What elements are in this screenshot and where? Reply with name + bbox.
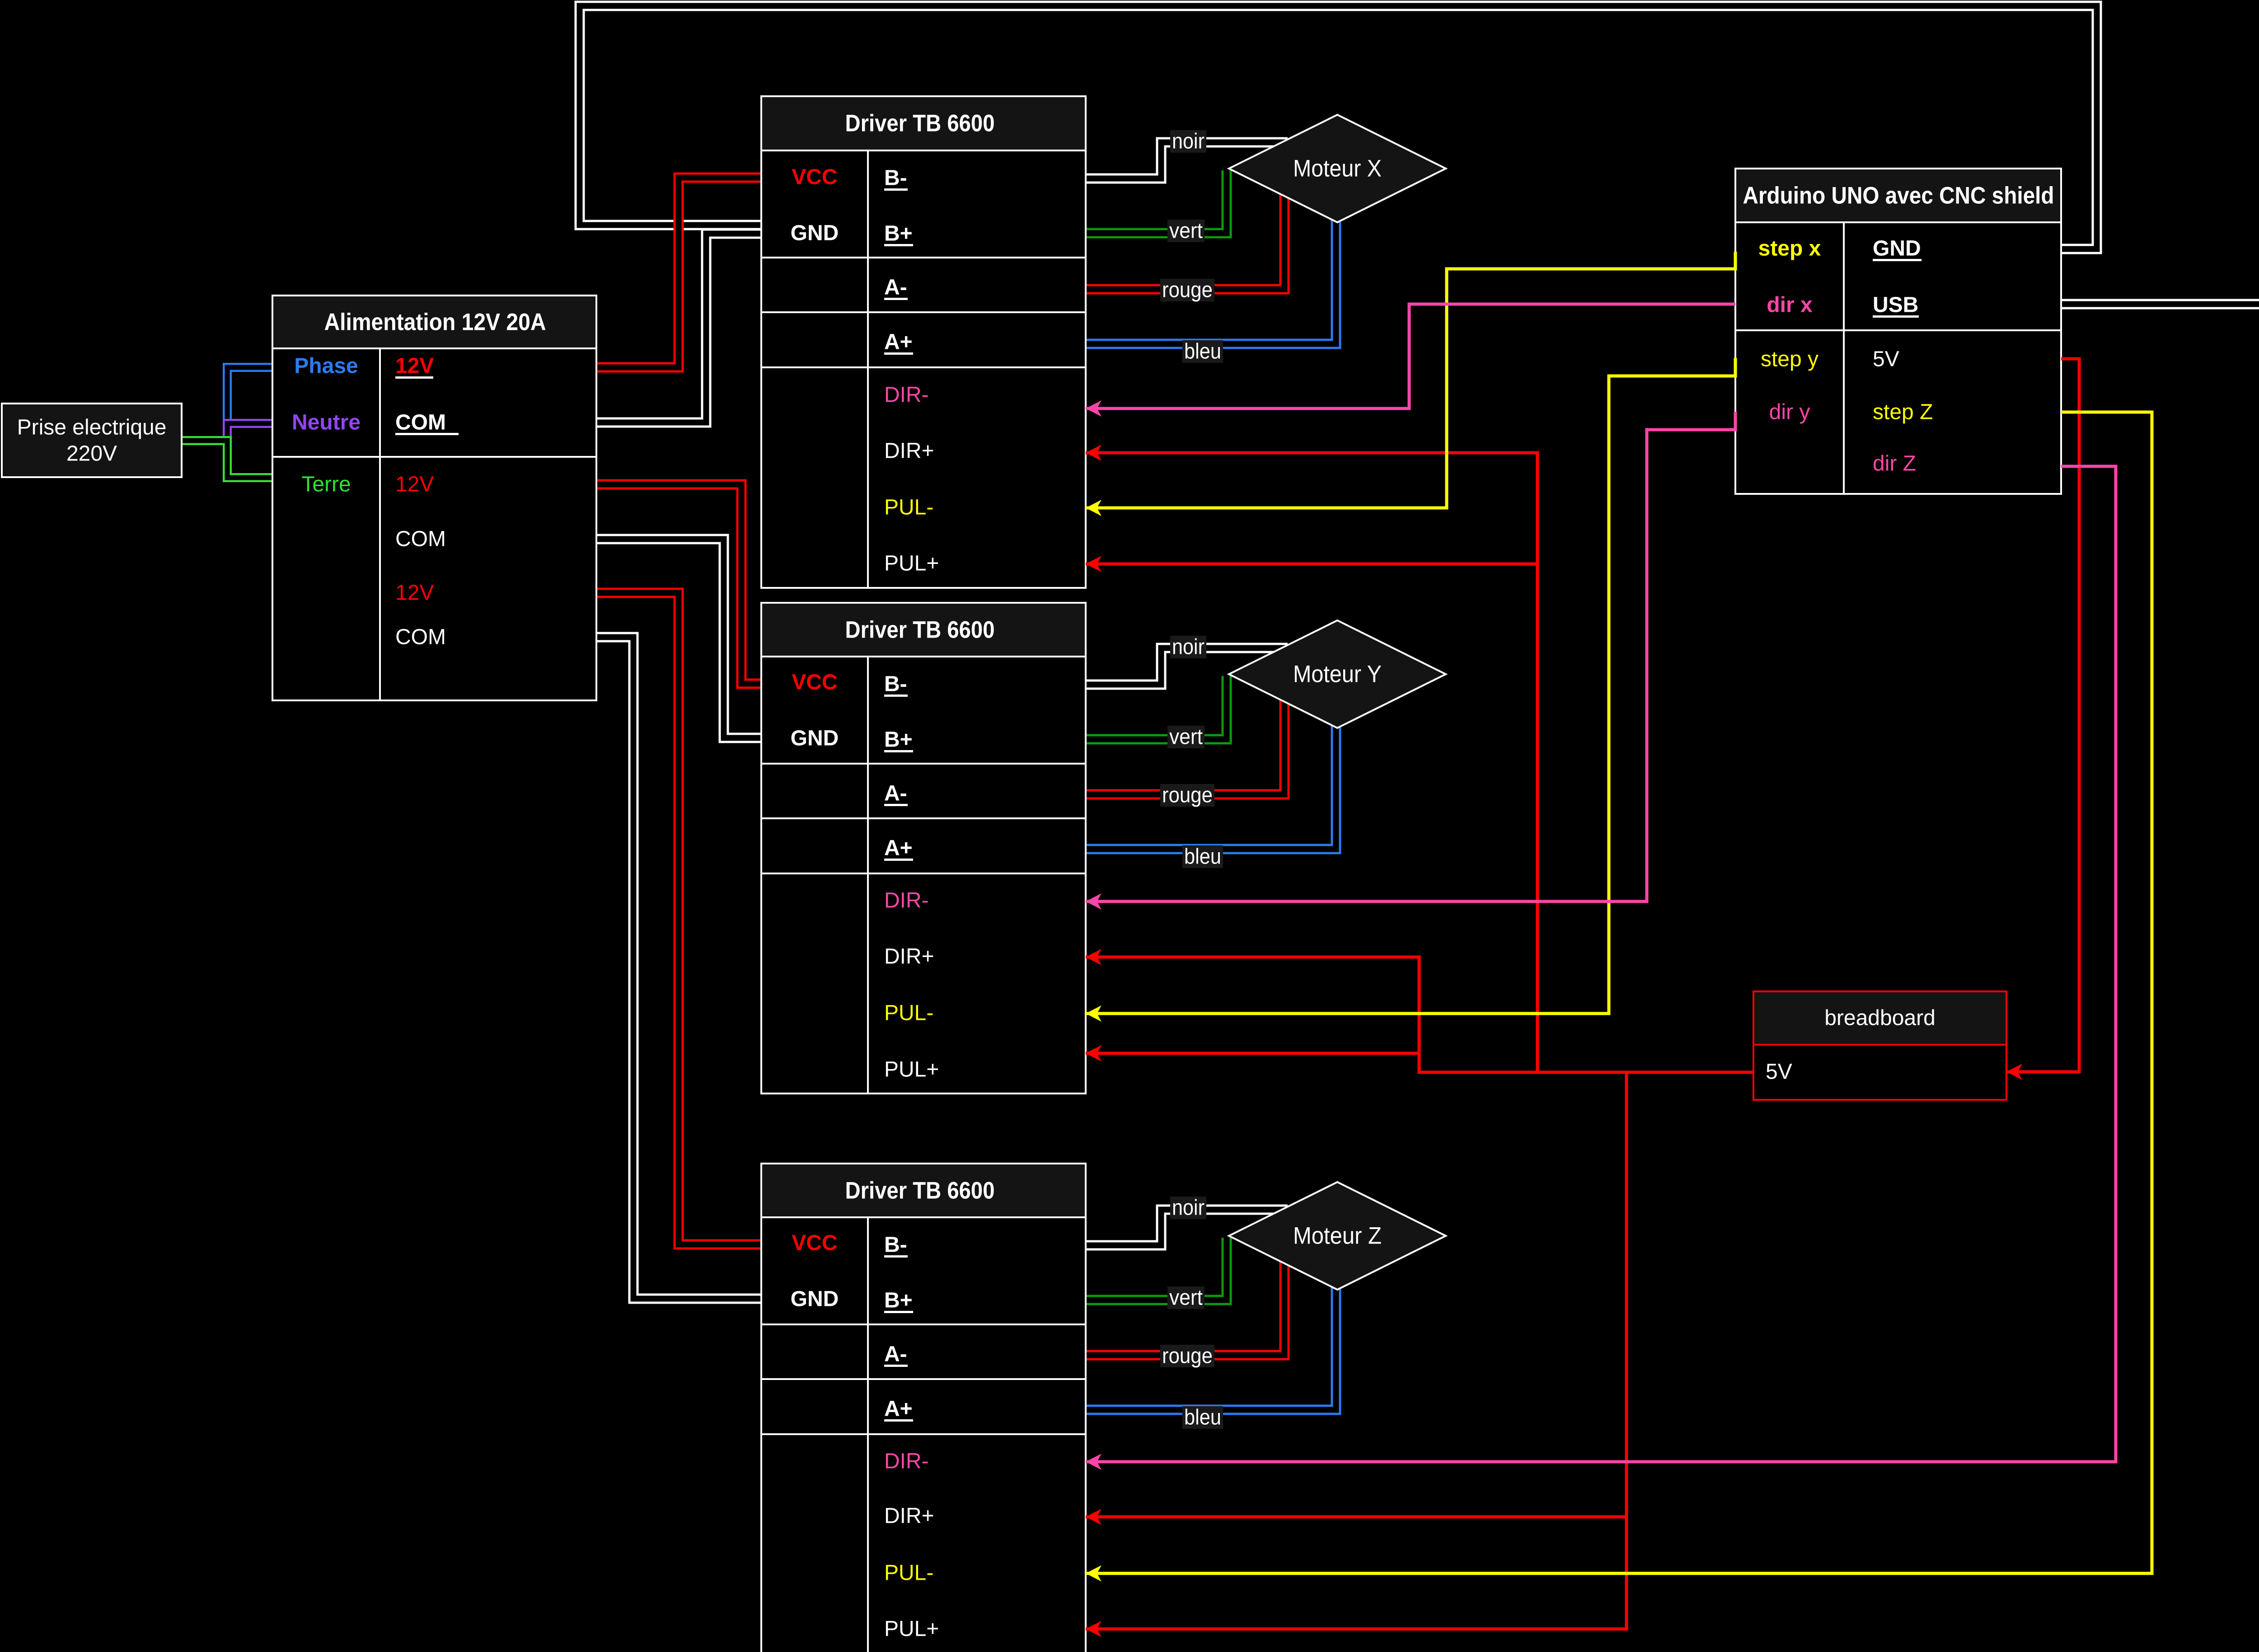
svg-text:Moteur Z: Moteur Z [1293,1223,1382,1249]
svg-text:5V: 5V [1873,347,1899,371]
svg-text:A-: A- [884,782,907,806]
svg-text:DIR-: DIR- [884,889,929,913]
svg-text:Driver TB 6600: Driver TB 6600 [845,110,995,137]
svg-text:VCC: VCC [792,671,837,695]
svg-text:GND: GND [791,727,839,751]
svg-text:COM: COM [395,625,446,649]
svg-text:A-: A- [884,1342,907,1366]
svg-text:DIR+: DIR+ [884,1504,934,1528]
svg-text:Driver TB 6600: Driver TB 6600 [845,1178,995,1204]
svg-text:step Z: step Z [1873,400,1933,424]
svg-text:PUL+: PUL+ [884,1617,939,1641]
svg-text:Phase: Phase [294,354,358,378]
svg-text:bleu: bleu [1184,845,1221,869]
svg-text:PUL-: PUL- [884,1001,933,1025]
svg-text:220V: 220V [66,442,117,466]
svg-text:GND: GND [791,1287,839,1311]
svg-text:step x: step x [1758,237,1821,261]
svg-text:dir x: dir x [1767,293,1813,317]
svg-text:Driver TB 6600: Driver TB 6600 [845,617,995,643]
svg-text:USB: USB [1873,293,1918,317]
svg-text:bleu: bleu [1184,1406,1221,1430]
svg-text:Terre: Terre [301,473,351,497]
svg-text:DIR+: DIR+ [884,439,934,463]
svg-text:GND: GND [1873,237,1921,261]
svg-text:B+: B+ [884,222,913,246]
svg-text:breadboard: breadboard [1824,1006,1936,1030]
svg-text:12V: 12V [395,473,434,497]
svg-text:B-: B- [884,1233,907,1257]
svg-text:Arduino UNO avec CNC shield: Arduino UNO avec CNC shield [1743,183,2054,209]
svg-text:noir: noir [1172,635,1204,659]
svg-text:DIR+: DIR+ [884,945,934,969]
svg-text:12V: 12V [395,581,434,605]
svg-text:bleu: bleu [1184,340,1221,364]
svg-text:B-: B- [884,166,907,190]
svg-text:vert: vert [1169,219,1203,243]
svg-text:noir: noir [1172,1196,1204,1220]
svg-text:12V: 12V [395,354,434,378]
svg-text:noir: noir [1172,130,1204,154]
svg-text:vert: vert [1169,725,1203,749]
svg-text:COM: COM [395,411,446,435]
svg-text:rouge: rouge [1162,278,1213,302]
svg-text:B-: B- [884,672,907,696]
svg-text:dir y: dir y [1769,400,1810,424]
svg-text:PUL+: PUL+ [884,552,939,576]
svg-text:GND: GND [791,221,839,245]
svg-text:B+: B+ [884,728,913,752]
svg-text:step y: step y [1761,347,1818,371]
svg-text:rouge: rouge [1162,784,1213,807]
svg-text:B+: B+ [884,1289,913,1313]
svg-text:vert: vert [1169,1286,1203,1310]
svg-text:A+: A+ [884,1397,913,1421]
svg-text:Alimentation 12V 20A: Alimentation 12V 20A [324,309,546,336]
svg-text:VCC: VCC [792,165,837,189]
svg-text:DIR-: DIR- [884,383,929,407]
svg-text:PUL-: PUL- [884,1561,933,1585]
svg-text:Moteur Y: Moteur Y [1293,661,1382,688]
svg-text:dir Z: dir Z [1873,452,1916,476]
svg-text:PUL-: PUL- [884,496,933,520]
svg-text:A-: A- [884,276,907,300]
svg-text:A+: A+ [884,330,913,354]
svg-text:VCC: VCC [792,1231,837,1255]
svg-text:5V: 5V [1766,1060,1792,1084]
svg-text:PUL+: PUL+ [884,1058,939,1082]
svg-text:A+: A+ [884,836,913,860]
svg-text:Neutre: Neutre [292,411,361,435]
svg-text:Prise electrique: Prise electrique [17,416,167,440]
svg-text:DIR-: DIR- [884,1450,929,1474]
svg-text:Moteur X: Moteur X [1293,155,1382,182]
svg-text:rouge: rouge [1162,1344,1213,1368]
svg-text:COM: COM [395,527,446,551]
